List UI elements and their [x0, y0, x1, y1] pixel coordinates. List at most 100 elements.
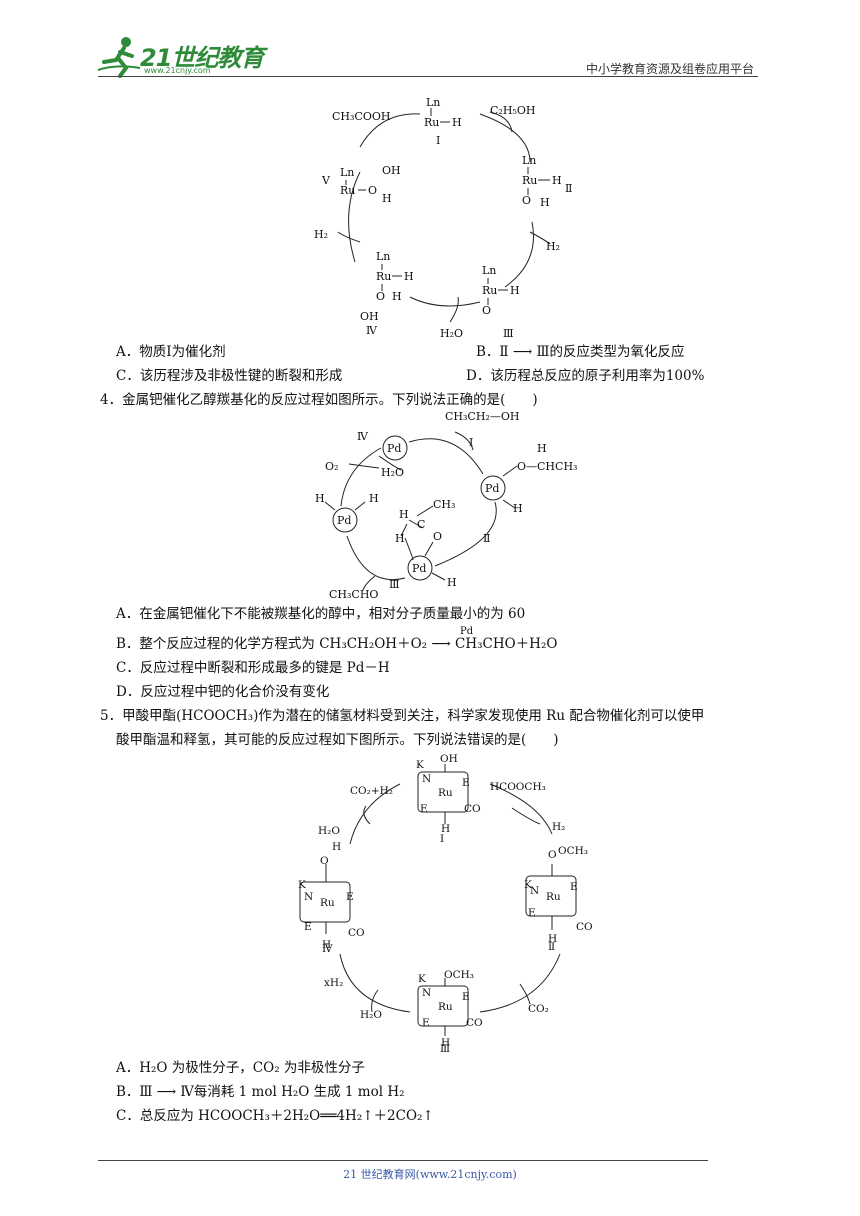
- label-roman-1: Ⅰ: [469, 436, 473, 449]
- ru-1: Ru: [438, 787, 453, 799]
- e-4a: E: [346, 891, 354, 903]
- label-h2-left: H₂: [314, 228, 328, 241]
- complex4-ru: Ru: [376, 270, 391, 283]
- q4-option-a: A．在金属钯催化下不能被羰基化的醇中，相对分子质量最小的为 60: [116, 606, 526, 622]
- ru-3: Ru: [438, 1001, 453, 1013]
- co-1: CO: [464, 803, 481, 815]
- label-roman-3: Ⅲ: [503, 327, 514, 340]
- ru-4: Ru: [320, 897, 335, 909]
- runner-logo-icon: [97, 37, 141, 78]
- label-h2o-top: H₂O: [318, 825, 340, 837]
- q5-stem-line1: 5．甲酸甲酯(HCOOCH₃)作为潜在的储氢材料受到关注，科学家发现使用 Ru …: [100, 708, 705, 724]
- h-3: H: [441, 1037, 450, 1049]
- oh-1: OH: [440, 754, 458, 765]
- complex5-ru: Ru: [340, 184, 355, 197]
- e-4b: E: [304, 921, 312, 933]
- k-2: K: [524, 879, 532, 891]
- complex4-h: H: [404, 270, 414, 283]
- pd-catalytic-cycle-diagram: CH₃CH₂—OH Ⅰ Ⅱ Ⅲ Ⅳ O₂ H₂O CH₃CHO Pd Pd Pd…: [315, 410, 577, 601]
- e-3b: E: [422, 1017, 430, 1029]
- label-h-right: H: [369, 492, 379, 505]
- label-roman-3: Ⅲ: [440, 1043, 450, 1055]
- e-1a: E: [462, 777, 470, 789]
- q5-stem-line2: 酸甲酯温和释氢，其可能的反应过程如下图所示。下列说法错误的是( ): [116, 732, 559, 748]
- co-2: CO: [576, 921, 593, 933]
- complex3-ln: Ln: [482, 264, 496, 277]
- o-4: O: [320, 855, 329, 867]
- o-2: O: [548, 849, 557, 861]
- label-h2o: H₂O: [381, 466, 404, 479]
- label-roman-1: Ⅰ: [436, 134, 440, 147]
- ru-formate-cycle-diagram: CO₂+H₂ HCOOCH₃ H₂ CO₂ xH₂ H₂O H₂O Ⅰ Ⅱ Ⅲ …: [298, 754, 593, 1055]
- complex1-h: H: [452, 116, 462, 129]
- label-roman-5: Ⅴ: [321, 174, 331, 187]
- label-h2-right: H₂: [546, 240, 560, 253]
- n-4: N: [304, 891, 313, 903]
- footer-text[interactable]: 21 世纪教育网(www.21cnjy.com): [343, 1168, 517, 1181]
- e-3a: E: [462, 991, 470, 1003]
- q3-option-c: C．该历程涉及非极性键的断裂和形成: [116, 368, 343, 384]
- h-4: H: [322, 939, 331, 951]
- label-roman-2: Ⅱ: [565, 182, 572, 195]
- label-co2: CO₂: [528, 1003, 549, 1015]
- label-h2o-bottom: H₂O: [360, 1009, 382, 1021]
- complex1-ln: Ln: [426, 96, 440, 109]
- label-ch3: CH₃: [433, 498, 455, 511]
- complex3-ru: Ru: [482, 284, 497, 297]
- header-divider: [98, 76, 758, 77]
- label-c2h5oh: C₂H₅OH: [490, 104, 535, 117]
- label-ethanol: CH₃CH₂—OH: [445, 410, 519, 423]
- q4-stem: 4．金属钯催化乙醇羰基化的反应过程如图所示。下列说法正确的是( ): [100, 392, 538, 408]
- label-ch3cho: CH₃CHO: [329, 588, 378, 601]
- q4-option-d: D．反应过程中钯的化合价没有变化: [116, 684, 330, 700]
- complex1-ru: Ru: [424, 116, 439, 129]
- co-4: CO: [348, 927, 365, 939]
- complex2-h: H: [552, 174, 562, 187]
- logo-url: www.21cnjy.com: [144, 66, 211, 75]
- complex5-o: O: [368, 184, 377, 197]
- k-3: K: [418, 973, 426, 985]
- label-roman-4: Ⅳ: [366, 324, 378, 337]
- h-1: H: [441, 823, 450, 835]
- q5-option-c: C．总反应为 HCOOCH₃＋2H₂O══4H₂↑＋2CO₂↑: [116, 1108, 434, 1124]
- label-xh2: xH₂: [324, 977, 343, 989]
- n-2: N: [530, 885, 539, 897]
- complex4-ln: Ln: [376, 250, 390, 263]
- complex5-oh: OH: [382, 164, 401, 177]
- e-1b: E: [420, 803, 428, 815]
- complex3-o: O: [482, 304, 491, 317]
- label-c: C: [417, 518, 425, 531]
- och3-2: OCH₃: [558, 845, 588, 857]
- label-o: O: [433, 530, 442, 543]
- complex2-ln: Ln: [522, 154, 536, 167]
- q5-option-b: B．Ⅲ ⟶ Ⅳ每消耗 1 mol H₂O 生成 1 mol H₂: [116, 1084, 405, 1100]
- header-platform-text: 中小学教育资源及组卷应用平台: [585, 62, 754, 76]
- pd-node-3: Pd: [412, 562, 426, 575]
- q5-option-a: A．H₂O 为极性分子，CO₂ 为非极性分子: [116, 1060, 365, 1076]
- label-h-left: H: [315, 492, 325, 505]
- label-roman-3: Ⅲ: [389, 578, 400, 591]
- label-h-pd3: H: [447, 576, 457, 589]
- ru-2: Ru: [546, 891, 561, 903]
- complex4-oh-h: H: [392, 290, 402, 303]
- co-3: CO: [466, 1017, 483, 1029]
- label-h-pd1: H: [513, 502, 523, 515]
- logo-text: 21世纪教育: [140, 44, 264, 72]
- h-2: H: [548, 933, 557, 945]
- label-h-top: H: [537, 442, 547, 455]
- h-4-top: H: [332, 841, 341, 853]
- pd-node-4: Pd: [387, 442, 401, 455]
- label-roman-4: Ⅳ: [357, 430, 369, 443]
- label-ochch3: O—CHCH₃: [517, 460, 577, 473]
- label-h-c: H: [399, 508, 409, 521]
- och3-3: OCH₃: [444, 969, 474, 981]
- complex3-h: H: [510, 284, 520, 297]
- n-3: N: [422, 987, 431, 999]
- label-ch3cooh: CH₃COOH: [332, 110, 390, 123]
- k-1: K: [416, 759, 424, 771]
- complex4-oh: OH: [360, 310, 379, 323]
- label-h2o: H₂O: [440, 327, 463, 340]
- label-h2: H₂: [552, 821, 565, 833]
- q3-option-a: A．物质Ⅰ为催化剂: [116, 344, 226, 360]
- e-2b: E: [528, 907, 536, 919]
